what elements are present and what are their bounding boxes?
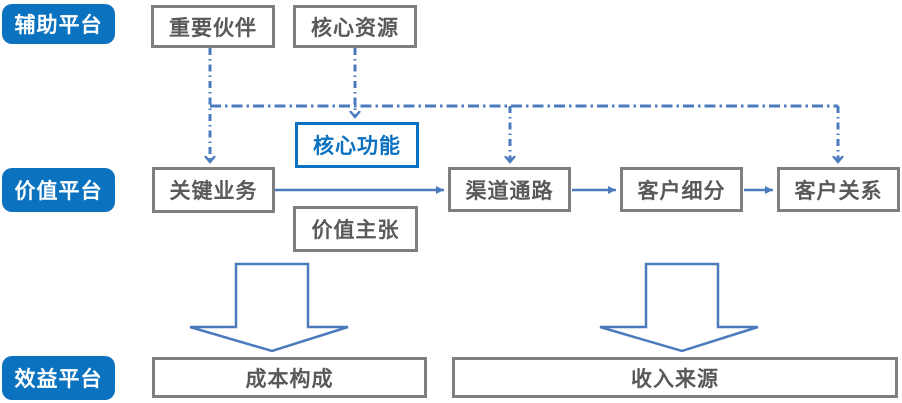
platform-label-auxiliary-text: 辅助平台 xyxy=(14,14,103,37)
platform-label-auxiliary: 辅助平台 xyxy=(2,4,115,44)
box-key-business-text: 关键业务 xyxy=(169,180,258,203)
box-cost-structure-text: 成本构成 xyxy=(245,367,334,391)
box-core-functions: 核心功能 xyxy=(295,122,419,168)
platform-label-value: 价值平台 xyxy=(2,168,115,212)
box-cost-structure: 成本构成 xyxy=(152,357,427,398)
box-important-partners: 重要伙伴 xyxy=(151,5,275,48)
box-core-resources: 核心资源 xyxy=(293,5,417,48)
box-revenue-streams: 收入来源 xyxy=(452,357,898,398)
box-customer-relations-text: 客户关系 xyxy=(794,179,883,203)
box-value-proposition: 价值主张 xyxy=(293,206,418,252)
box-customer-segments-text: 客户细分 xyxy=(637,179,726,203)
box-customer-segments: 客户细分 xyxy=(620,167,743,212)
box-important-partners-text: 重要伙伴 xyxy=(169,16,257,40)
box-value-proposition-text: 价值主张 xyxy=(311,219,400,242)
block-arrow-to-cost xyxy=(189,262,349,353)
box-customer-relations: 客户关系 xyxy=(777,167,900,212)
box-revenue-streams-text: 收入来源 xyxy=(631,367,719,391)
box-core-functions-text: 核心功能 xyxy=(313,135,401,158)
box-channels: 渠道通路 xyxy=(448,167,571,212)
block-arrow-to-revenue xyxy=(599,262,759,353)
box-core-resources-text: 核心资源 xyxy=(311,16,399,40)
platform-label-value-text: 价值平台 xyxy=(14,180,103,203)
box-channels-text: 渠道通路 xyxy=(465,179,554,203)
platform-label-benefit-text: 效益平台 xyxy=(14,368,103,391)
box-key-business: 关键业务 xyxy=(152,167,275,213)
platform-label-benefit: 效益平台 xyxy=(2,356,115,400)
